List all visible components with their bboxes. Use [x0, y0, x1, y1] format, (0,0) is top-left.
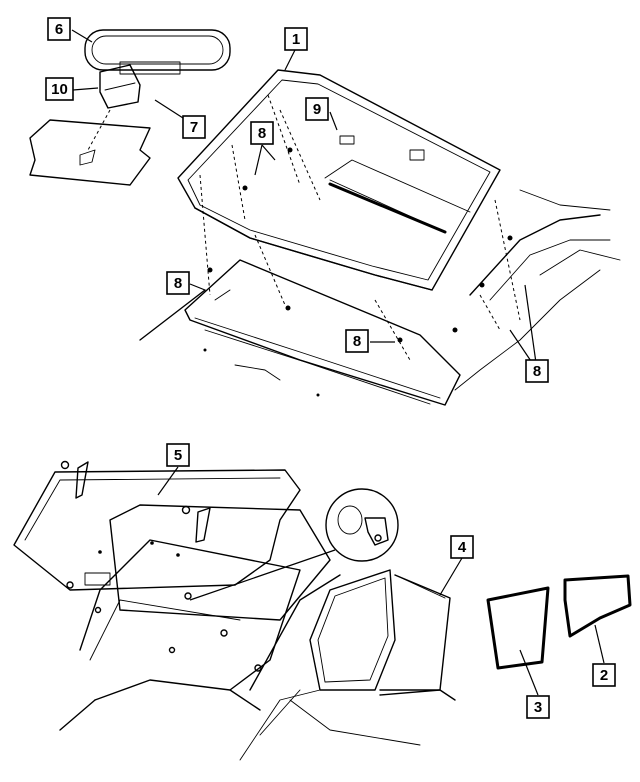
windshield-glass-section [29, 109, 151, 186]
clip-detail-inset [189, 488, 399, 601]
quarter-glass-3 [486, 586, 550, 670]
callout-7-label: 7 [190, 119, 198, 136]
callout-8-center: 8 [345, 329, 369, 353]
callout-7: 7 [182, 115, 206, 139]
rearview-mirror [84, 29, 231, 75]
rain-sensor-pad [339, 135, 355, 145]
callout-4-label: 4 [458, 539, 467, 556]
callout-1-label: 1 [292, 31, 300, 48]
windshield-assembly [139, 69, 621, 406]
mirror-mount-bracket [99, 64, 141, 109]
callout-8-right: 8 [525, 359, 549, 383]
callout-9: 9 [305, 97, 329, 121]
callout-8-top-label: 8 [258, 125, 266, 142]
callout-8-right-label: 8 [533, 363, 541, 380]
callout-8-top: 8 [250, 121, 274, 145]
callout-3: 3 [526, 695, 550, 719]
callout-9-label: 9 [313, 101, 321, 118]
callout-6-label: 6 [55, 21, 63, 38]
callout-1: 1 [284, 27, 308, 51]
callout-2: 2 [592, 663, 616, 687]
callout-10: 10 [45, 77, 74, 101]
liftgate-glass-assembly [13, 460, 341, 761]
callout-8-left: 8 [166, 271, 190, 295]
quarter-window-body [289, 569, 456, 746]
callout-5-label: 5 [174, 447, 182, 464]
callout-3-label: 3 [534, 699, 542, 716]
callout-6: 6 [47, 17, 71, 41]
callout-4: 4 [450, 535, 474, 559]
callout-8-left-label: 8 [174, 275, 182, 292]
callout-2-label: 2 [600, 667, 608, 684]
callout-5: 5 [166, 443, 190, 467]
quarter-glass-2 [563, 574, 632, 638]
callout-8-center-label: 8 [353, 333, 361, 350]
callout-10-label: 10 [51, 81, 68, 98]
